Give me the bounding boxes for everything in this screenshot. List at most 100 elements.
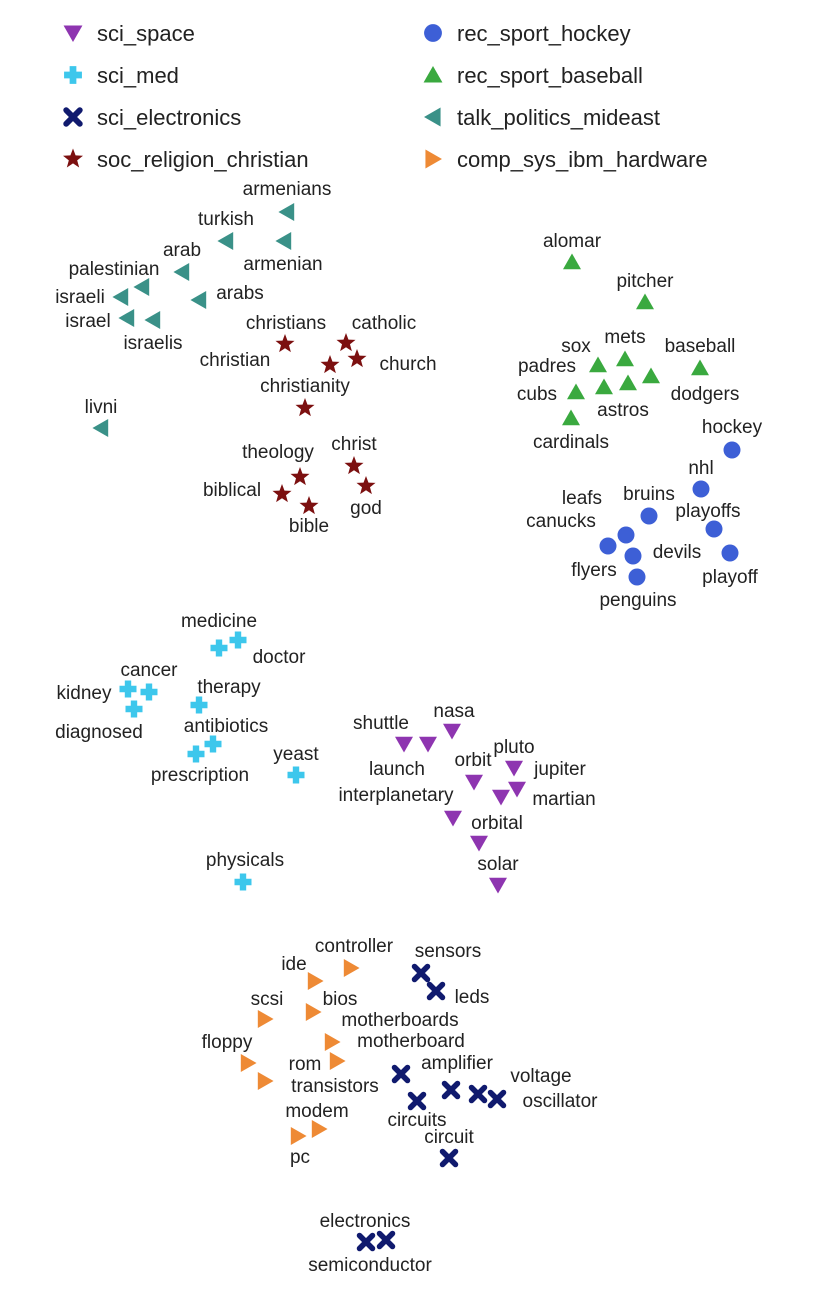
point-turkish bbox=[217, 232, 234, 250]
label-doctor: doctor bbox=[253, 647, 306, 668]
label-nasa: nasa bbox=[433, 701, 475, 722]
point-playoff bbox=[721, 544, 739, 562]
point-theology bbox=[290, 467, 310, 486]
point-biblical bbox=[272, 484, 292, 503]
point-sensors bbox=[411, 963, 431, 983]
legend: sci_spacesci_medsci_electronicssoc_relig… bbox=[63, 21, 708, 172]
point-pluto bbox=[505, 760, 523, 777]
point-sox bbox=[589, 356, 607, 373]
legend-marker-soc-religion-christian bbox=[63, 148, 83, 168]
point-nhl bbox=[692, 480, 710, 498]
point-padres bbox=[567, 383, 585, 400]
label-baseball: baseball bbox=[665, 336, 736, 357]
point-pc bbox=[290, 1127, 307, 1145]
point-shuttle bbox=[395, 736, 413, 753]
label-medicine: medicine bbox=[181, 611, 257, 632]
label-pc: pc bbox=[290, 1147, 310, 1168]
point-israel bbox=[118, 309, 135, 327]
label-israeli: israeli bbox=[55, 287, 105, 308]
point-bios bbox=[305, 1003, 322, 1021]
label-shuttle: shuttle bbox=[353, 713, 409, 734]
label-canucks: canucks bbox=[526, 511, 596, 532]
label-controller: controller bbox=[315, 936, 394, 957]
label-pitcher: pitcher bbox=[616, 271, 674, 292]
point-ide bbox=[307, 972, 324, 990]
point-amplifier bbox=[391, 1064, 411, 1084]
label-jupiter: jupiter bbox=[533, 759, 586, 780]
legend-marker-rec-sport-hockey bbox=[424, 24, 442, 42]
label-scsi: scsi bbox=[251, 989, 284, 1010]
point-rom bbox=[257, 1072, 274, 1090]
label-yeast: yeast bbox=[273, 744, 319, 765]
data-markers bbox=[92, 203, 741, 1252]
point-modem bbox=[311, 1120, 328, 1138]
label-playoffs: playoffs bbox=[675, 501, 740, 522]
label-leafs: leafs bbox=[562, 488, 602, 509]
point-arabs bbox=[190, 291, 207, 309]
label-oscillator: oscillator bbox=[523, 1091, 599, 1112]
point-diagnosed bbox=[125, 700, 143, 718]
label-dodgers: dodgers bbox=[671, 384, 740, 405]
label-bios: bios bbox=[323, 989, 358, 1010]
label-kidney: kidney bbox=[57, 683, 112, 704]
label-motherboard: motherboard bbox=[357, 1031, 465, 1052]
label-launch: launch bbox=[369, 759, 425, 780]
point-catholic bbox=[320, 355, 340, 374]
point-christians bbox=[336, 333, 356, 352]
point-leafs bbox=[617, 526, 635, 544]
legend-marker-sci-space bbox=[63, 25, 83, 42]
point-scsi bbox=[257, 1010, 274, 1028]
point-semiconductor bbox=[356, 1232, 376, 1252]
label-cancer: cancer bbox=[120, 660, 178, 681]
label-diagnosed: diagnosed bbox=[55, 722, 143, 743]
label-armenian: armenian bbox=[243, 254, 322, 275]
label-christian: christian bbox=[200, 350, 271, 371]
legend-marker-comp-sys-ibm-hardware bbox=[425, 149, 442, 169]
point-controller bbox=[343, 959, 360, 977]
point-kidney bbox=[119, 680, 137, 698]
point-electronics bbox=[376, 1230, 396, 1250]
point-nasa bbox=[443, 723, 461, 740]
legend-label-soc-religion-christian: soc_religion_christian bbox=[97, 147, 309, 172]
label-orbital: orbital bbox=[471, 813, 523, 834]
label-penguins: penguins bbox=[599, 590, 676, 611]
label-interplanetary: interplanetary bbox=[338, 785, 454, 806]
label-astros: astros bbox=[597, 400, 649, 421]
legend-label-rec-sport-hockey: rec_sport_hockey bbox=[457, 21, 631, 46]
label-floppy: floppy bbox=[202, 1032, 253, 1053]
label-prescription: prescription bbox=[151, 765, 249, 786]
point-circuits bbox=[407, 1091, 427, 1111]
label-leds: leds bbox=[455, 987, 490, 1008]
point-canucks bbox=[599, 537, 617, 555]
label-arab: arab bbox=[163, 240, 201, 261]
label-sensors: sensors bbox=[415, 941, 482, 962]
label-palestinian: palestinian bbox=[69, 259, 160, 280]
point-medicine bbox=[210, 639, 228, 657]
point-circuit bbox=[439, 1148, 459, 1168]
point-hockey bbox=[723, 441, 741, 459]
label-orbit: orbit bbox=[455, 750, 493, 771]
label-christians: christians bbox=[246, 313, 326, 334]
label-catholic: catholic bbox=[352, 313, 416, 334]
point-floppy bbox=[240, 1054, 257, 1072]
label-bible: bible bbox=[289, 516, 329, 537]
point-armenian bbox=[275, 232, 292, 250]
point-israelis bbox=[144, 311, 161, 329]
point-antibiotics bbox=[204, 735, 222, 753]
label-christianity: christianity bbox=[260, 376, 350, 397]
point-playoffs bbox=[705, 520, 723, 538]
label-church: church bbox=[379, 354, 436, 375]
legend-label-comp-sys-ibm-hardware: comp_sys_ibm_hardware bbox=[457, 147, 708, 172]
point-prescription bbox=[187, 745, 205, 763]
label-turkish: turkish bbox=[198, 209, 254, 230]
label-israel: israel bbox=[65, 311, 110, 332]
point-palestinian bbox=[133, 278, 150, 296]
label-rom: rom bbox=[289, 1054, 322, 1075]
label-therapy: therapy bbox=[197, 677, 261, 698]
point-god bbox=[356, 476, 376, 495]
label-electronics: electronics bbox=[320, 1211, 411, 1232]
legend-marker-rec-sport-baseball bbox=[423, 66, 443, 83]
point-leds bbox=[426, 981, 446, 1001]
label-padres: padres bbox=[518, 356, 576, 377]
